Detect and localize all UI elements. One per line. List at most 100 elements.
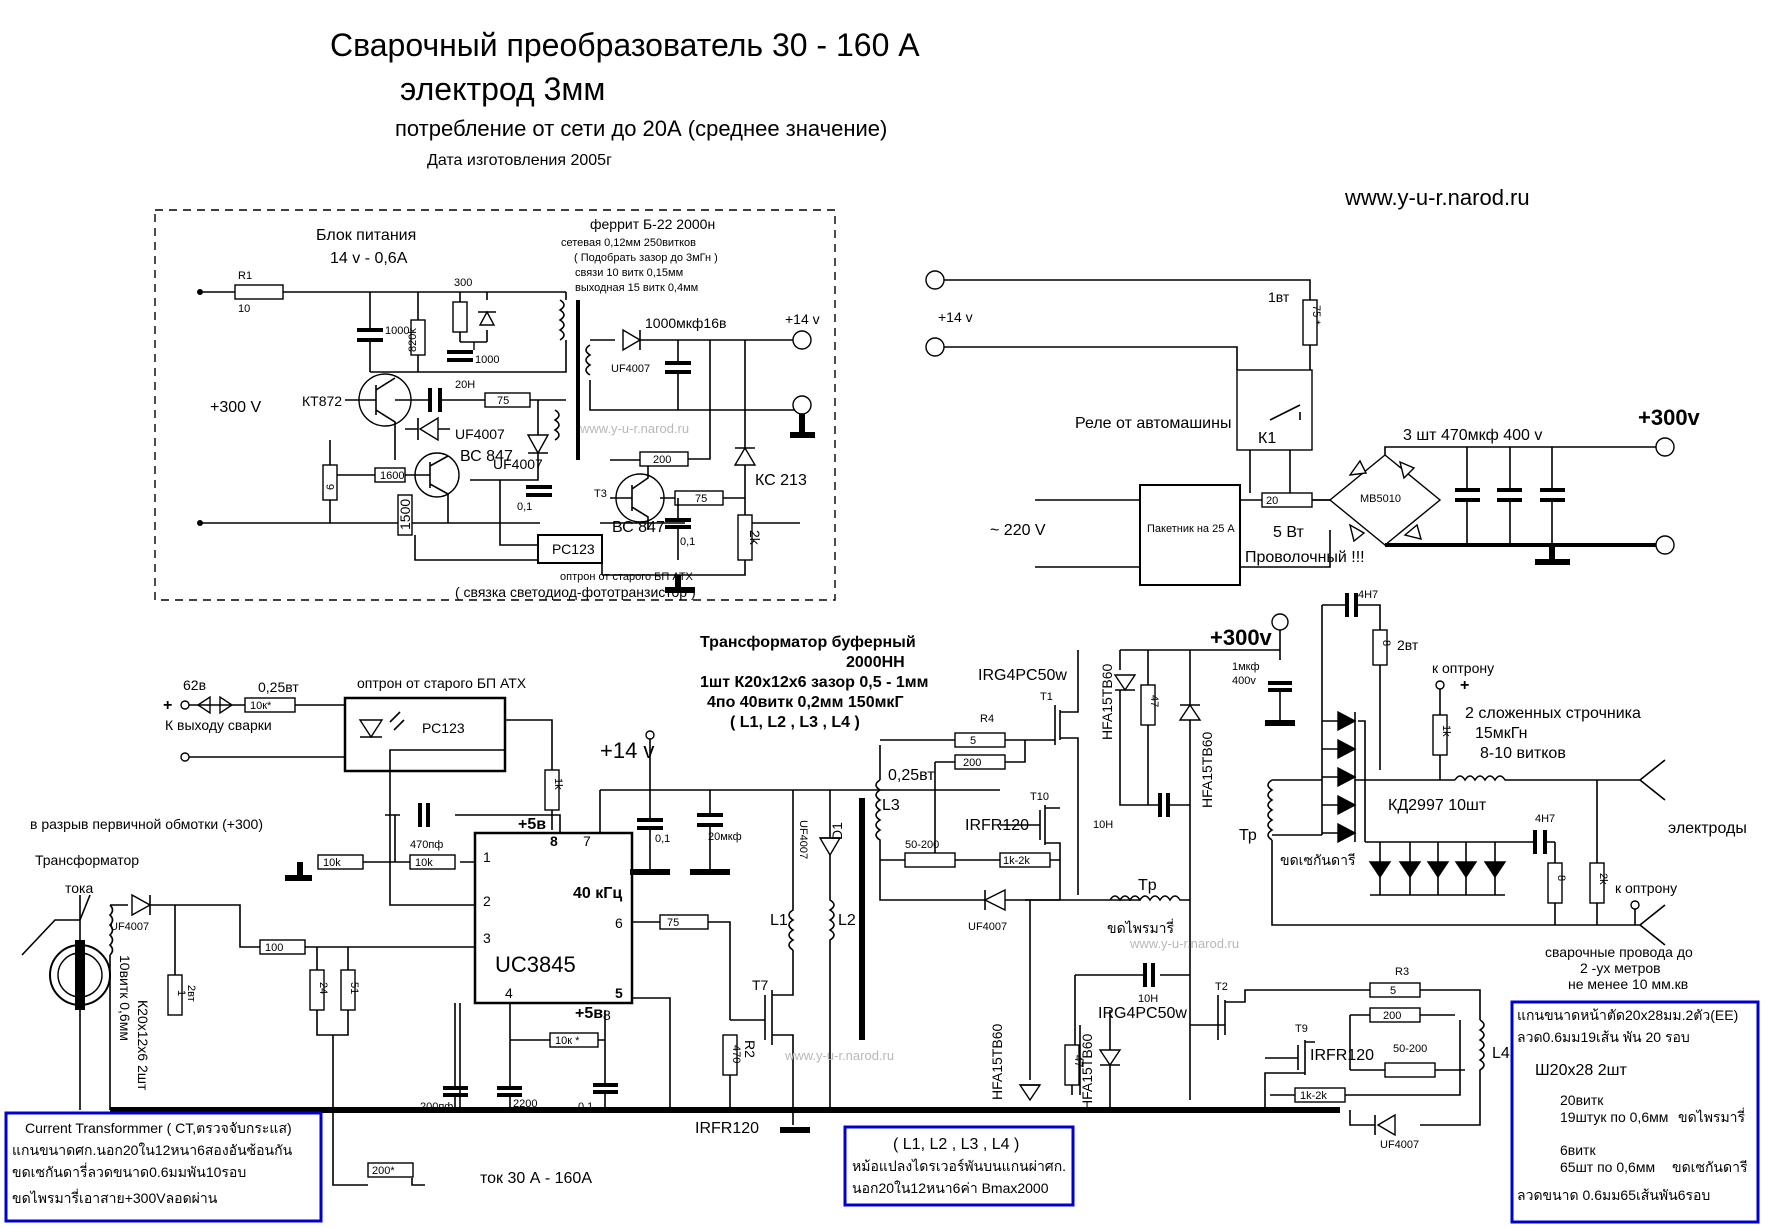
c1000-label: 1000 [385, 325, 409, 337]
control-opto-note: оптрон от старого БП АТХ [357, 675, 527, 691]
r50-200b-resistor [1384, 1062, 1436, 1078]
r3-label: R3 [1395, 966, 1409, 978]
pin-plus5b: +5в [575, 1005, 603, 1022]
r47-resistor [1140, 684, 1156, 726]
watermark-2: www.y-u-r.narod.ru [784, 1048, 894, 1063]
ct-box-line2: ขดเซกันดารี่ลวดขนาด0.6มมพัน10รอบ [12, 1163, 246, 1180]
c20mkf-label: 20мкф [708, 831, 742, 843]
ctrl-plus14-label: +14 v [600, 738, 654, 763]
c1mkf-label: 1мкф [1232, 661, 1260, 673]
l3-label: L3 [882, 797, 900, 814]
r5-label: 5 [970, 735, 976, 747]
pin7: 7 [583, 833, 591, 849]
l1-coil [788, 790, 795, 951]
ct-title: Трансформатор [35, 852, 139, 868]
uc3845-chip [473, 831, 634, 1005]
freq-label: 40 кГц [573, 885, 622, 902]
relay-box [1236, 369, 1313, 451]
cap-out-label: 1000мкф16в [645, 315, 726, 331]
l2-label: L2 [838, 912, 856, 929]
irfr120-label: IRFR120 [695, 1120, 759, 1137]
irg-bot-label: IRG4PC50w [1098, 1005, 1187, 1022]
psu-transformer-secondary [585, 344, 592, 376]
opto-note2: ( связка светодиод-фототранзистор ) [455, 584, 696, 600]
secondary-label: ขดเซกันดารี [1280, 852, 1356, 868]
uf4007-ct-diode [131, 893, 152, 917]
bc847-label: ВС 847 [460, 448, 513, 465]
note-ct-box: Current Transformmer ( CT,ตรวจจับกระแส) … [4, 1111, 323, 1223]
tp-label: Тр [1239, 827, 1257, 844]
title-line3: потребление от сети до 20А (среднее знач… [395, 116, 887, 141]
psu-out-terminal-minus [792, 395, 812, 415]
irfr-t10-label: IRFR120 [965, 817, 1029, 834]
t3-label: T3 [594, 488, 607, 500]
to-opto-plus-label: к оптрону [1432, 660, 1494, 676]
c01-cap [526, 485, 552, 497]
to-opto2-label: к оптрону [1615, 880, 1677, 896]
t7-label: T7 [752, 977, 769, 993]
hfa4-diode [1098, 1049, 1122, 1067]
l2-coil [820, 790, 840, 1110]
c1000uf-cap [665, 361, 691, 374]
t2-label: T2 [1215, 981, 1228, 993]
r10k-a-resistor [317, 854, 364, 870]
r8b-resistor [1547, 862, 1563, 904]
uc3845-label: UC3845 [495, 952, 576, 977]
r1600-label: 1600 [380, 470, 404, 482]
tr-box-line9: ลวดขนาด 0.6มม65เส้นพัน6รอบ [1517, 1187, 1710, 1203]
c1000b-label: 1000 [475, 354, 499, 366]
l3-coil [875, 779, 1060, 901]
buffer-tr-line3: ( L1, L2 , L3 , L4 ) [730, 714, 860, 731]
r10kstar-resistor [244, 697, 296, 713]
c400v-label: 400v [1232, 675, 1256, 687]
relay-note: Реле от автомашины [1075, 415, 1231, 432]
tr-box-line1: ลวด0.6มม19เส้น พัน 20 รอบ [1517, 1029, 1690, 1045]
cables0: сварочные провода до [1545, 944, 1693, 960]
psu-wires-a [369, 292, 419, 372]
hfa4-label: HFA15TB60 [1079, 1034, 1095, 1110]
title-line2: электрод 3мм [400, 71, 605, 107]
r20-note2: Проволочный !!! [1245, 549, 1365, 566]
r24-label: 24 [317, 982, 329, 994]
uf3-label: UF4007 [611, 363, 650, 375]
mains-terminal-top [925, 270, 945, 290]
hfa2-diode [1178, 703, 1202, 721]
pc123-optocoupler [537, 534, 603, 564]
v220-label: ~ 220 V [990, 522, 1046, 539]
k1-label: К1 [1258, 430, 1276, 447]
c1000-cap [357, 328, 383, 342]
uf-ct-label: UF4007 [110, 921, 149, 933]
uf4007-diode-b [526, 434, 550, 455]
c10h-label: 10H [1093, 819, 1113, 831]
uf-bot-label: UF4007 [1380, 1139, 1419, 1151]
zener62-label: 62в [183, 677, 206, 693]
r1k-resistor [544, 769, 560, 811]
bulk-caps [1455, 488, 1565, 502]
tr-note: ขดไพรมารี่ [1107, 919, 1175, 936]
r10k-a-label: 10k [323, 857, 341, 869]
website: www.y-u-r.narod.ru [1344, 185, 1530, 210]
r300-resistor [452, 301, 468, 333]
l-box-line1: หม้อแปลงไดรเวอร์พันบนแกนผ่าศก. [852, 1158, 1066, 1174]
r47b-label: 47 [1072, 1055, 1084, 1067]
tr-box-line3: 20витк [1560, 1092, 1604, 1108]
tr-box-line8: ขดเซกันดารี [1672, 1159, 1748, 1175]
c20h-label: 20H [455, 379, 475, 391]
r75star-resistor [1302, 299, 1318, 346]
ks213-label: КС 213 [755, 472, 807, 489]
kd2997-label: КД2997 10шт [1388, 797, 1487, 814]
t1-label: T1 [1040, 691, 1053, 703]
ferrite-note-0: феррит Б-22 2000н [590, 216, 715, 232]
psu-block: Блок питания 14 v - 0,6А феррит Б-22 200… [154, 209, 836, 601]
c470-label: 470пф [410, 839, 443, 851]
r47-label: 47 [1148, 695, 1160, 707]
psu-wires-b [459, 292, 488, 343]
note-l-box: ( L1, L2 , L3 , L4 ) หม้อแปลงไดรเวอร์พัน… [843, 1125, 1075, 1207]
r1-2vt-resistor [167, 974, 183, 1016]
pin8b: 8 [603, 1007, 611, 1023]
relay-contact [1269, 404, 1301, 421]
r200b-label: 200 [1383, 1010, 1401, 1022]
r75-ctrl-resistor [659, 914, 709, 930]
r20-label: 20 [1266, 495, 1278, 507]
r1500-label: 1500 [397, 499, 413, 530]
